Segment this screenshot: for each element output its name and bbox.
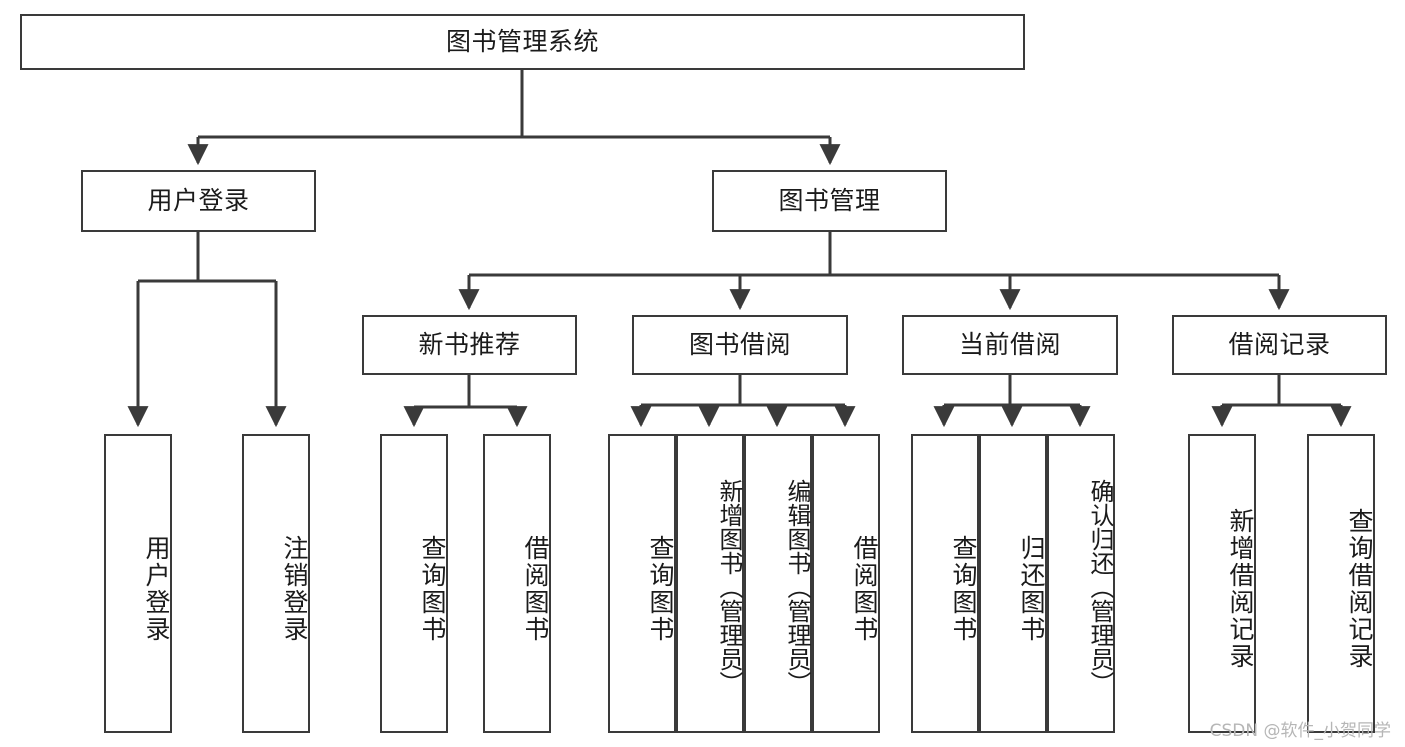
leaf-book-borrow-edit[interactable]: 编辑图书（管理员） — [744, 434, 812, 733]
node-user-login[interactable]: 用户登录 — [81, 170, 316, 232]
node-label: 归还图书 — [1017, 534, 1046, 643]
node-new-book-recommend[interactable]: 新书推荐 — [362, 315, 577, 375]
node-label: 新书推荐 — [418, 330, 521, 360]
leaf-book-borrow-borrow[interactable]: 借阅图书 — [812, 434, 880, 733]
leaf-user-login-login[interactable]: 用户登录 — [104, 434, 172, 733]
node-label: 用户登录 — [147, 186, 250, 216]
leaf-borrow-record-query[interactable]: 查询借阅记录 — [1307, 434, 1375, 733]
node-label: 注销登录 — [280, 534, 309, 643]
node-label: 确认归还（管理员） — [1086, 478, 1114, 695]
leaf-user-login-logout[interactable]: 注销登录 — [242, 434, 310, 733]
leaf-current-borrow-query[interactable]: 查询图书 — [911, 434, 979, 733]
leaf-current-borrow-return[interactable]: 归还图书 — [979, 434, 1047, 733]
leaf-new-book-query[interactable]: 查询图书 — [380, 434, 448, 733]
leaf-borrow-record-add[interactable]: 新增借阅记录 — [1188, 434, 1256, 733]
node-label: 图书管理 — [778, 186, 881, 216]
node-borrow-record[interactable]: 借阅记录 — [1172, 315, 1387, 375]
leaf-current-borrow-confirm-return[interactable]: 确认归还（管理员） — [1047, 434, 1115, 733]
node-label: 查询图书 — [418, 534, 447, 643]
csdn-watermark: CSDN @软件_小贺同学 — [1209, 721, 1391, 741]
node-label: 当前借阅 — [958, 330, 1061, 360]
leaf-book-borrow-query[interactable]: 查询图书 — [608, 434, 676, 733]
node-label: 查询借阅记录 — [1345, 507, 1374, 670]
node-label: 借阅记录 — [1228, 330, 1331, 360]
node-book-borrow[interactable]: 图书借阅 — [632, 315, 848, 375]
node-book-management[interactable]: 图书管理 — [712, 170, 947, 232]
leaf-book-borrow-add[interactable]: 新增图书（管理员） — [676, 434, 744, 733]
node-root-book-management-system[interactable]: 图书管理系统 — [20, 14, 1025, 70]
node-label: 借阅图书 — [521, 534, 550, 643]
node-label: 图书管理系统 — [445, 27, 599, 57]
node-label: 新增借阅记录 — [1226, 507, 1255, 670]
node-label: 查询图书 — [646, 534, 675, 643]
leaf-new-book-borrow[interactable]: 借阅图书 — [483, 434, 551, 733]
node-label: 查询图书 — [949, 534, 978, 643]
node-label: 编辑图书（管理员） — [783, 478, 811, 695]
node-current-borrow[interactable]: 当前借阅 — [902, 315, 1118, 375]
node-label: 借阅图书 — [850, 534, 879, 643]
node-label: 新增图书（管理员） — [715, 478, 743, 695]
node-label: 用户登录 — [142, 534, 171, 643]
node-label: 图书借阅 — [688, 330, 791, 360]
